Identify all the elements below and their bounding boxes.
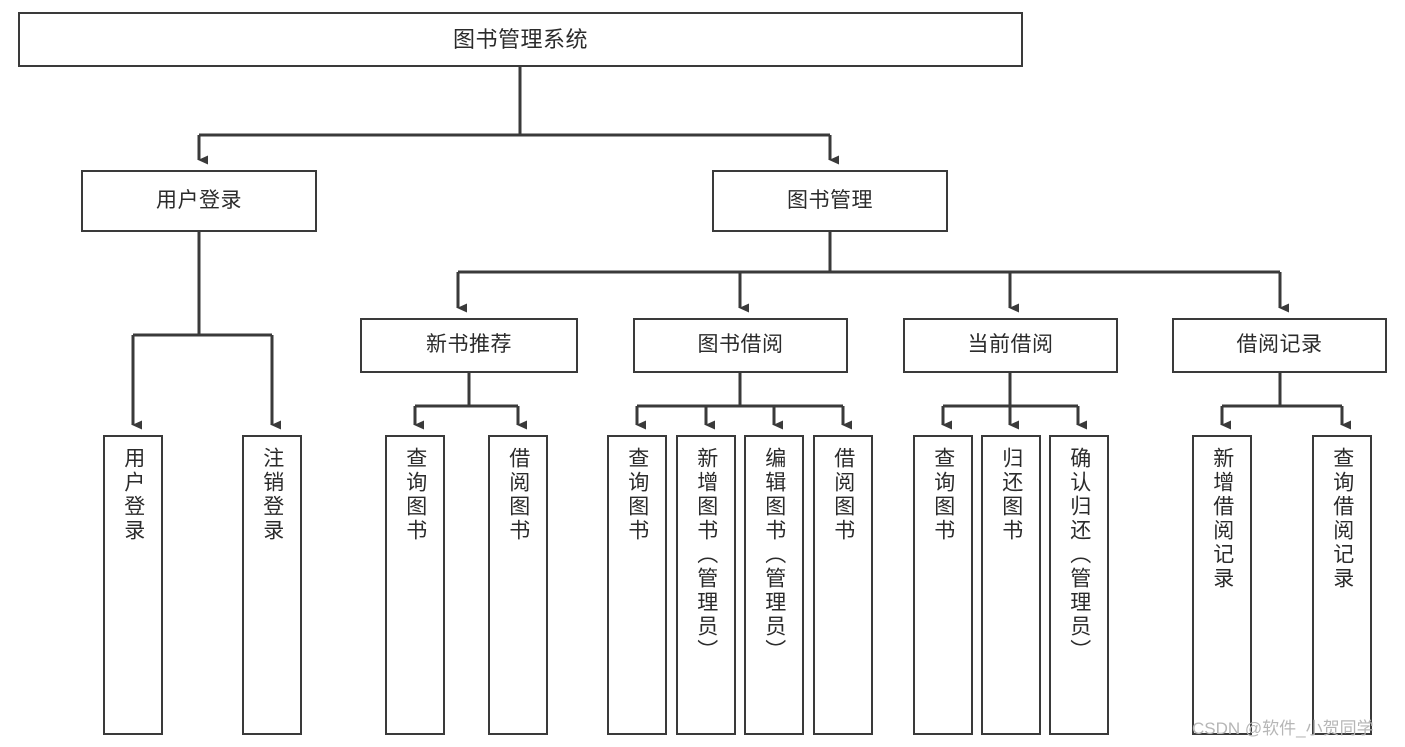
node-leaf-query-book-3[interactable]: 查询图书 <box>913 435 973 735</box>
node-borrow-record[interactable]: 借阅记录 <box>1172 318 1387 373</box>
node-leaf-query-book-1[interactable]: 查询图书 <box>385 435 445 735</box>
node-borrow-record-label: 借阅记录 <box>1236 333 1323 357</box>
node-leaf-add-book[interactable]: 新增图书（管理员） <box>676 435 736 735</box>
node-book-manage-label: 图书管理 <box>787 188 873 212</box>
node-leaf-query-record[interactable]: 查询借阅记录 <box>1312 435 1372 735</box>
node-leaf-user-login-label: 用户登录 <box>121 447 145 543</box>
node-leaf-edit-book-label: 编辑图书（管理员） <box>762 447 786 663</box>
node-user-login[interactable]: 用户登录 <box>81 170 317 232</box>
node-new-book-rec[interactable]: 新书推荐 <box>360 318 578 373</box>
node-leaf-query-book-1-label: 查询图书 <box>403 447 427 543</box>
node-book-borrow[interactable]: 图书借阅 <box>633 318 848 373</box>
node-current-borrow[interactable]: 当前借阅 <box>903 318 1118 373</box>
node-root[interactable]: 图书管理系统 <box>18 12 1023 67</box>
node-leaf-borrow-book-1-label: 借阅图书 <box>506 447 530 543</box>
node-leaf-edit-book[interactable]: 编辑图书（管理员） <box>744 435 804 735</box>
node-new-book-rec-label: 新书推荐 <box>426 333 512 357</box>
node-user-login-label: 用户登录 <box>156 188 242 212</box>
node-leaf-query-book-2-label: 查询图书 <box>625 447 649 543</box>
node-leaf-borrow-book-2-label: 借阅图书 <box>831 447 855 543</box>
node-leaf-return-book-label: 归还图书 <box>999 447 1023 543</box>
node-leaf-add-record[interactable]: 新增借阅记录 <box>1192 435 1252 735</box>
node-leaf-logout-label: 注销登录 <box>260 447 284 543</box>
node-leaf-confirm-return[interactable]: 确认归还（管理员） <box>1049 435 1109 735</box>
node-book-borrow-label: 图书借阅 <box>697 333 784 357</box>
node-leaf-logout[interactable]: 注销登录 <box>242 435 302 735</box>
node-leaf-query-record-label: 查询借阅记录 <box>1330 447 1354 591</box>
node-leaf-add-record-label: 新增借阅记录 <box>1210 447 1234 591</box>
node-root-label: 图书管理系统 <box>452 26 588 52</box>
node-book-manage[interactable]: 图书管理 <box>712 170 948 232</box>
node-leaf-query-book-2[interactable]: 查询图书 <box>607 435 667 735</box>
node-leaf-confirm-return-label: 确认归还（管理员） <box>1067 447 1091 663</box>
node-leaf-add-book-label: 新增图书（管理员） <box>694 447 718 663</box>
node-leaf-user-login[interactable]: 用户登录 <box>103 435 163 735</box>
node-leaf-return-book[interactable]: 归还图书 <box>981 435 1041 735</box>
csdn-watermark: CSDN @软件_小贺同学 <box>1192 719 1374 738</box>
node-leaf-borrow-book-1[interactable]: 借阅图书 <box>488 435 548 735</box>
node-leaf-borrow-book-2[interactable]: 借阅图书 <box>813 435 873 735</box>
node-current-borrow-label: 当前借阅 <box>967 333 1054 357</box>
node-leaf-query-book-3-label: 查询图书 <box>931 447 955 543</box>
